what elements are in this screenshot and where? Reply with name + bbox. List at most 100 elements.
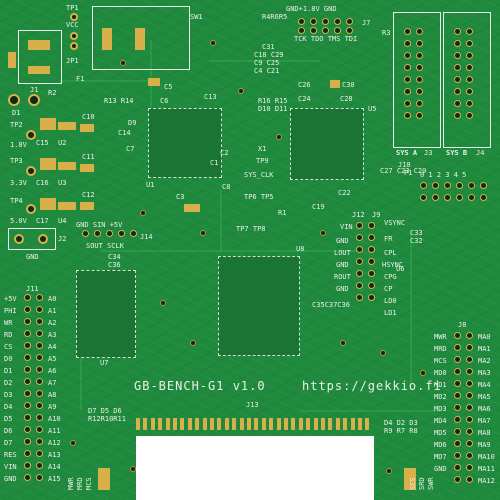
c1-label: C1 [210,159,219,167]
cpl-label: CPL [384,249,397,257]
j8-pin-label: MD0 [434,369,447,377]
f1-label: F1 [76,75,85,83]
j8-pin-label: MWR [434,333,447,341]
c12-label: C12 [82,191,95,199]
u7-chip [76,270,136,358]
j8-pin-label: MCS [434,357,447,365]
r4r6r5-label: R4R6R5 [262,13,288,21]
j11-pin-label: A4 [48,343,57,351]
j11-pin-label: A14 [48,463,61,471]
c22-label: C22 [338,189,351,197]
bottom-vert-label: MCS [85,477,93,490]
lout-label: LOUT [334,249,351,257]
d1-hole [28,94,40,106]
d10d11-label: D10 D11 [258,105,288,113]
c13-label: C13 [204,93,217,101]
c15-label: C15 [36,139,49,147]
j13-edge-pads [136,418,374,432]
j2-hole [14,234,24,244]
j11-pin-label: CS [4,343,13,351]
hsync-label: HSYNC [382,261,404,269]
vin-label: VIN [340,223,353,231]
j11-pin-label: A8 [48,391,57,399]
c10-pad [80,124,94,132]
j4-header [454,28,480,138]
j7-bot-label: TCK TDO TMS TDI [294,35,358,43]
v18-label: 1.8V [10,141,27,149]
j8-pin-label: MA5 [478,393,491,401]
gnd3-label: GND [336,261,349,269]
cartridge-slot [136,436,374,500]
sysclk-label: SYS_CLK [244,171,274,179]
u8-chip [218,256,300,356]
j2-outline [8,228,56,250]
u5-chip [290,108,364,180]
j8-pin-label: MD5 [434,429,447,437]
trace [410,230,412,390]
bottom-vert-label: SRD [418,477,426,490]
j11-pin-label: A3 [48,331,57,339]
j10-header [420,182,496,201]
via [320,230,326,236]
j11-pin-label: D3 [4,391,13,399]
board-title: GB-BENCH-G1 v1.0 [134,379,266,393]
u8-label: U8 [296,245,305,253]
d9-label: D9 [128,119,137,127]
via [70,440,76,446]
sys-a-label: SYS A [396,149,418,157]
tp3-label: TP3 [10,157,23,165]
sw1-pad [102,28,112,50]
j8-pin-label: MA7 [478,417,491,425]
c5-label: C5 [164,83,173,91]
j14-label: J14 [140,233,153,241]
j11-pin-label: D4 [4,403,13,411]
j11-pin-label: D2 [4,379,13,387]
via [386,468,392,474]
u1-chip [148,108,222,178]
u3-pad [40,158,56,170]
j11-label: J11 [26,285,39,293]
j8-pin-label: MD1 [434,381,447,389]
j8-label: J8 [458,321,467,329]
sys-b-outline [443,12,491,148]
bottom-vert-label: MWR [67,477,75,490]
j10-label: J10 [398,161,411,169]
j11-pin-label: A6 [48,367,57,375]
bottom-vert-label: SWR [427,477,435,490]
j11-pin-label: A1 [48,307,57,315]
c17-label: C17 [36,217,49,225]
c34-label: C34 [108,253,121,261]
d4d2d3-label: D4 D2 D3 [384,419,418,427]
vcc-label: VCC [66,21,79,29]
fr-label: FR [384,235,393,243]
j11-pin-label: RES [4,451,17,459]
j11-pin-label: VIN [4,463,17,471]
rout-label: ROUT [334,273,351,281]
bottom-right-pad [404,468,416,490]
via [130,466,136,472]
c3-pad [184,204,200,212]
sw1-label: SW1 [190,13,203,21]
via [190,340,196,346]
j8-pin-label: MA1 [478,345,491,353]
jp1-hole [70,42,78,50]
tp2-label: TP2 [10,121,23,129]
u3-tab [58,162,76,170]
j11-pin-label: A11 [48,427,61,435]
trace [300,410,440,412]
j8-pin-label: MA3 [478,369,491,377]
trace [210,60,320,62]
j14-header [82,230,142,240]
j8-pin-label: GND [434,465,447,473]
r3-label: R3 [382,29,391,37]
j11-pin-label: A13 [48,451,61,459]
p1-label: P1 [404,169,413,177]
cpg-label: CPG [384,273,397,281]
j14-top-label: GND SIN +5V [76,221,123,229]
j8-pin-label: MA10 [478,453,495,461]
u6-label: U6 [396,265,405,273]
c10-label: C10 [82,113,95,121]
j8-pin-label: MA0 [478,333,491,341]
j11-pin-label: A12 [48,439,61,447]
j11-pin-label: A10 [48,415,61,423]
